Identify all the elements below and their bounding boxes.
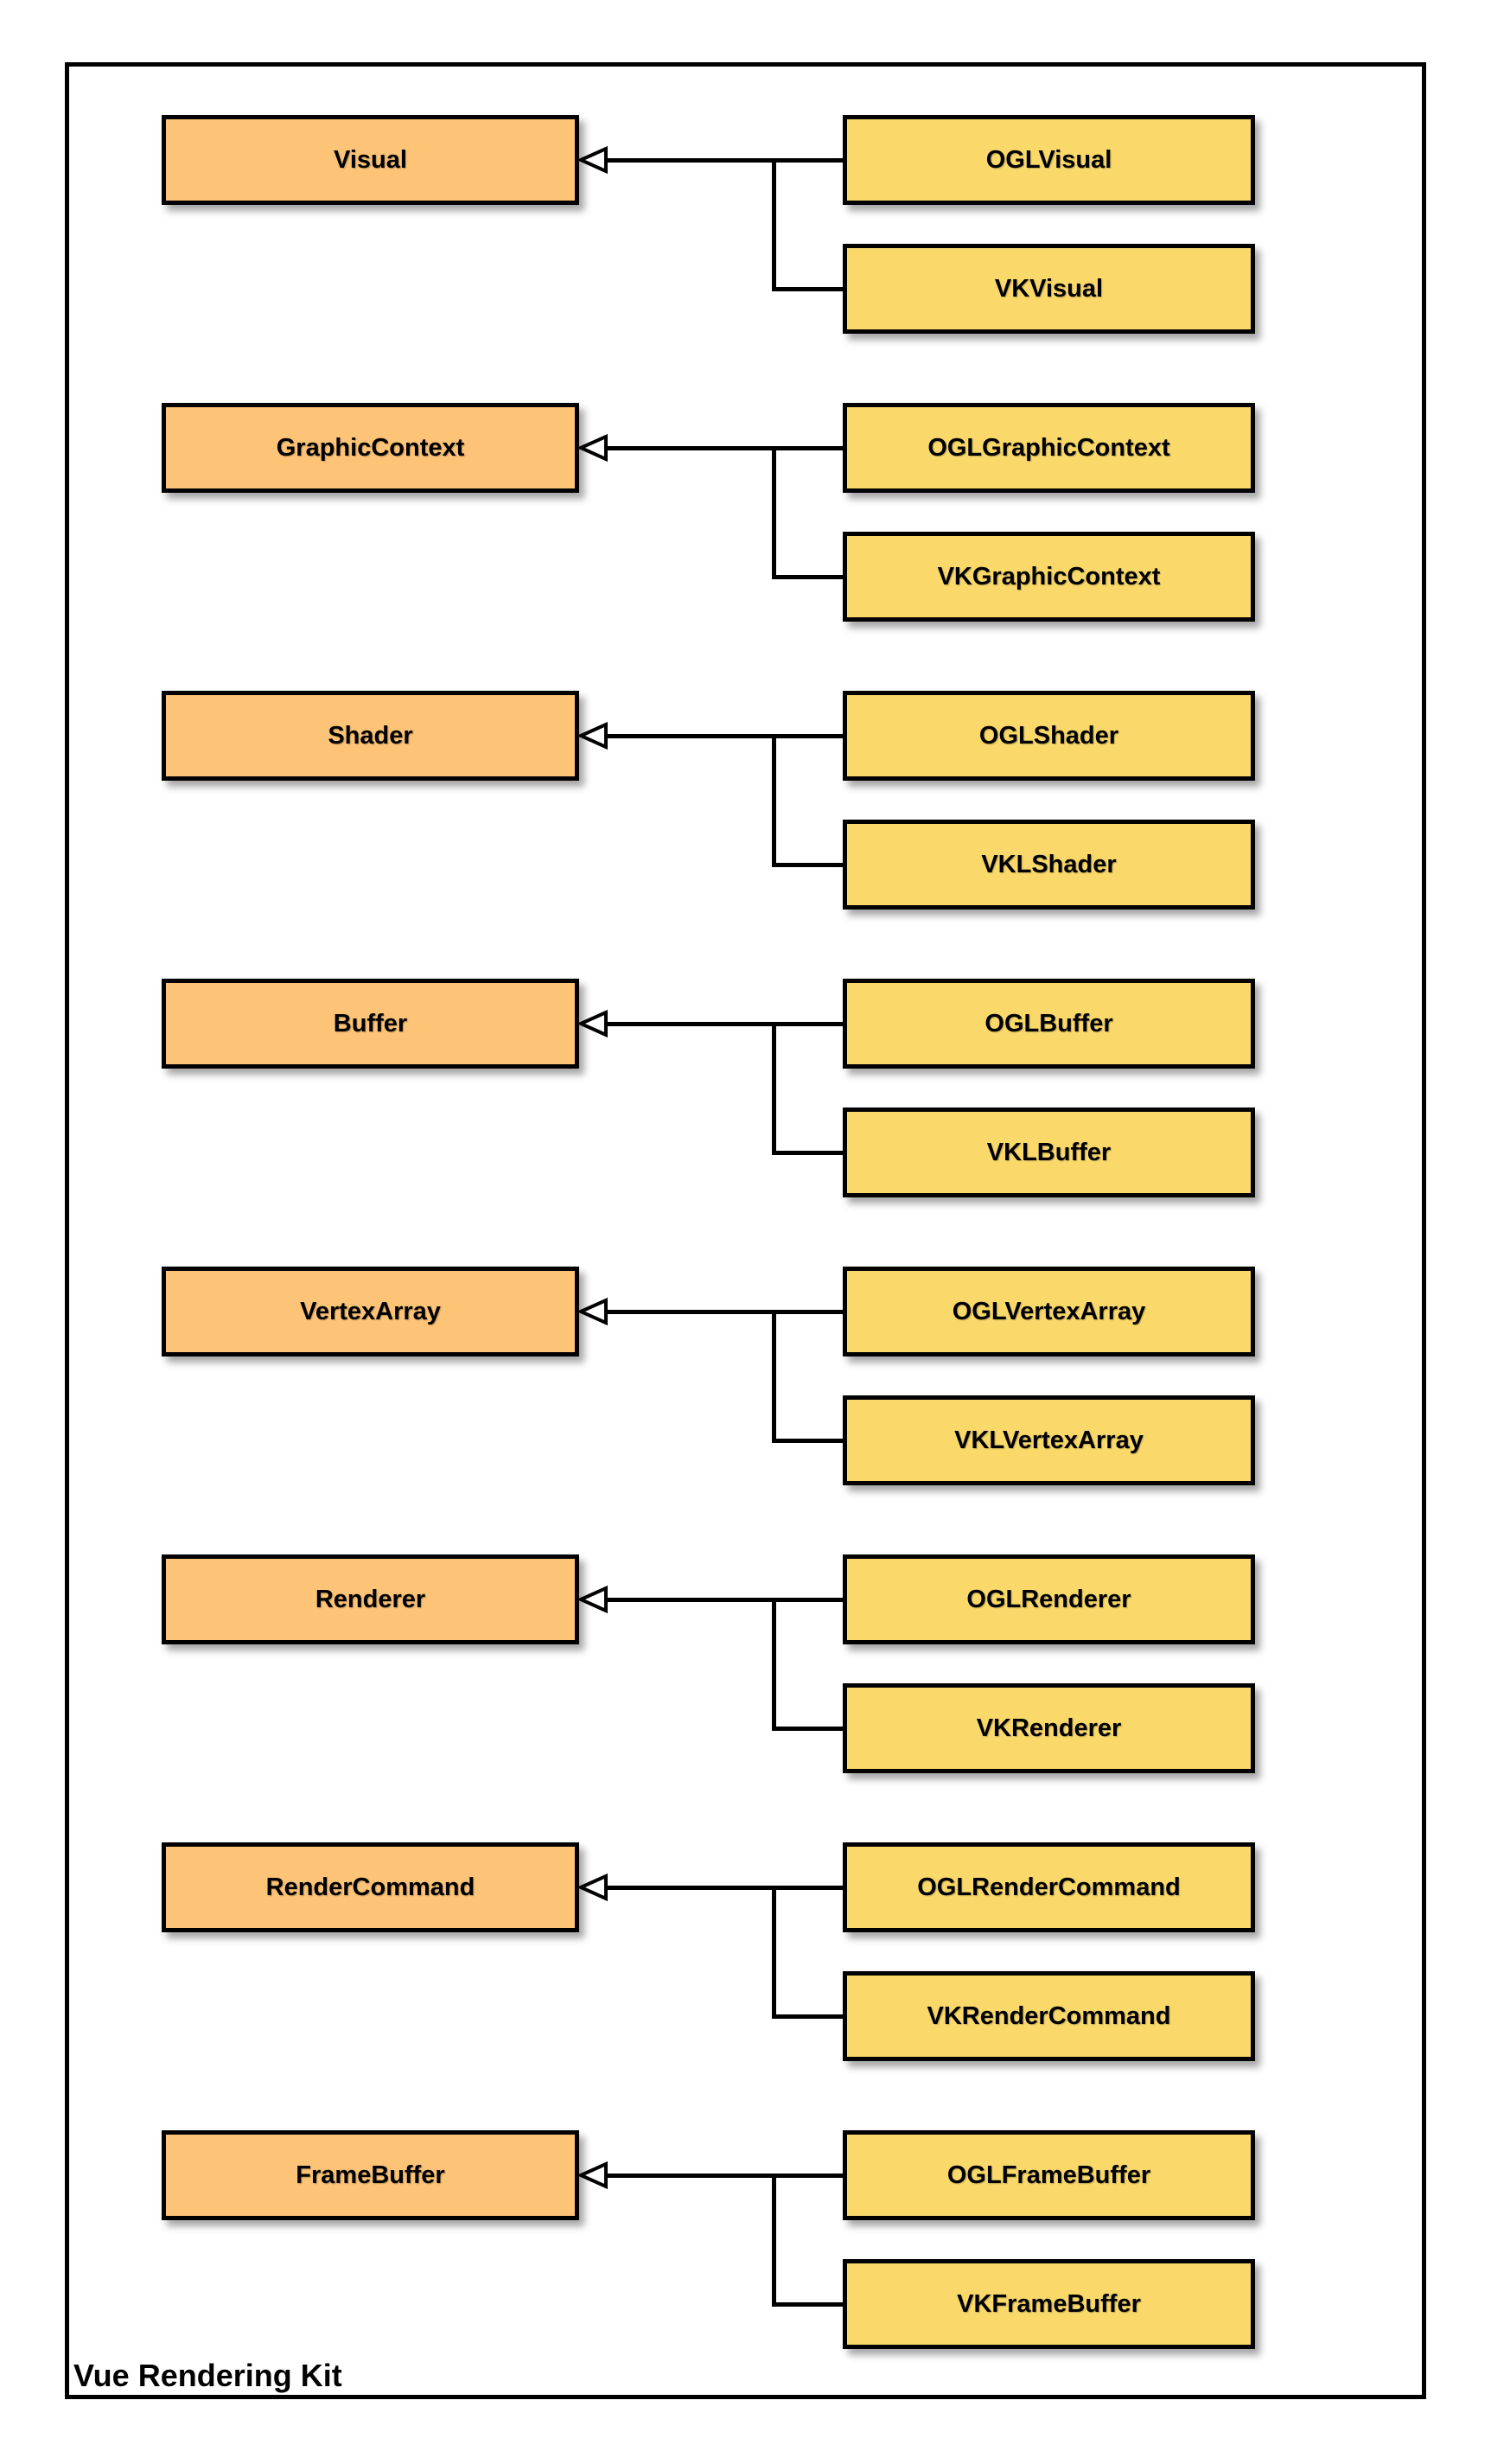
- base-class-box: FrameBuffer: [162, 2130, 579, 2220]
- derived-class-label: OGLRenderCommand: [917, 1873, 1181, 1901]
- connector-branch-line: [772, 2174, 776, 2307]
- derived-class-box: VKRenderer: [843, 1683, 1255, 1773]
- connector-stub-line: [772, 1727, 843, 1731]
- base-class-box: VertexArray: [162, 1267, 579, 1356]
- derived-class-box: OGLShader: [843, 691, 1255, 781]
- derived-class-label: OGLGraphicContext: [927, 433, 1170, 462]
- diagram-title: Vue Rendering Kit: [73, 2358, 342, 2393]
- inheritance-arrowhead-icon: [579, 434, 608, 463]
- connector-stub-line: [772, 287, 843, 291]
- diagram-frame: Visual OGLVisual VKVisual GraphicContext: [65, 62, 1426, 2399]
- derived-class-label: VKVisual: [994, 274, 1104, 303]
- derived-class-box: VKGraphicContext: [843, 532, 1255, 622]
- inheritance-arrowhead-icon: [579, 2161, 608, 2190]
- base-class-label: GraphicContext: [276, 433, 465, 462]
- base-class-box: RenderCommand: [162, 1842, 579, 1932]
- connector-stub-line: [772, 575, 843, 579]
- inheritance-group-graphiccontext: GraphicContext OGLGraphicContext VKGraph…: [69, 403, 1422, 622]
- base-class-box: Renderer: [162, 1554, 579, 1644]
- derived-class-label: VKFrameBuffer: [957, 2289, 1141, 2318]
- inheritance-arrowhead-icon: [579, 146, 608, 175]
- base-class-label: Buffer: [333, 1009, 408, 1037]
- derived-class-box: OGLRenderCommand: [843, 1842, 1255, 1932]
- connector-main-line: [606, 1598, 843, 1602]
- base-class-box: Shader: [162, 691, 579, 781]
- inheritance-group-vertexarray: VertexArray OGLVertexArray VKLVertexArra…: [69, 1267, 1422, 1485]
- derived-class-label: VKLVertexArray: [954, 1426, 1144, 1454]
- inheritance-group-framebuffer: FrameBuffer OGLFrameBuffer VKFrameBuffer: [69, 2130, 1422, 2349]
- base-class-label: Shader: [328, 721, 413, 750]
- connector-stub-line: [772, 2014, 843, 2019]
- connector-branch-line: [772, 734, 776, 867]
- connector-stub-line: [772, 1439, 843, 1443]
- derived-class-box: OGLBuffer: [843, 979, 1255, 1069]
- base-class-label: RenderCommand: [265, 1873, 475, 1901]
- base-class-box: Visual: [162, 115, 579, 205]
- derived-class-box: VKFrameBuffer: [843, 2259, 1255, 2349]
- base-class-box: GraphicContext: [162, 403, 579, 493]
- connector-branch-line: [772, 158, 776, 291]
- inheritance-arrowhead-icon: [579, 1298, 608, 1326]
- base-class-label: Renderer: [315, 1585, 426, 1613]
- inheritance-arrowhead-icon: [579, 1874, 608, 1902]
- derived-class-label: VKLShader: [981, 850, 1117, 878]
- connector-branch-line: [772, 1022, 776, 1155]
- connector-stub-line: [772, 863, 843, 867]
- derived-class-box: VKLShader: [843, 820, 1255, 910]
- connector-stub-line: [772, 1151, 843, 1155]
- connector-main-line: [606, 1022, 843, 1026]
- derived-class-box: OGLVisual: [843, 115, 1255, 205]
- derived-class-label: OGLShader: [978, 721, 1119, 750]
- inheritance-group-buffer: Buffer OGLBuffer VKLBuffer: [69, 979, 1422, 1197]
- derived-class-label: OGLRenderer: [966, 1585, 1131, 1613]
- derived-class-box: VKLVertexArray: [843, 1395, 1255, 1485]
- base-class-label: VertexArray: [300, 1297, 441, 1325]
- inheritance-arrowhead-icon: [579, 1586, 608, 1614]
- connector-main-line: [606, 2174, 843, 2178]
- derived-class-label: OGLVertexArray: [952, 1297, 1146, 1325]
- inheritance-group-shader: Shader OGLShader VKLShader: [69, 691, 1422, 910]
- inheritance-group-rendercommand: RenderCommand OGLRenderCommand VKRenderC…: [69, 1842, 1422, 2061]
- derived-class-label: VKRenderCommand: [927, 2001, 1171, 2030]
- connector-branch-line: [772, 1310, 776, 1443]
- base-class-label: FrameBuffer: [296, 2161, 445, 2189]
- inheritance-arrowhead-icon: [579, 1010, 608, 1038]
- derived-class-label: VKLBuffer: [986, 1138, 1112, 1166]
- derived-class-box: OGLGraphicContext: [843, 403, 1255, 493]
- connector-main-line: [606, 734, 843, 738]
- derived-class-box: VKLBuffer: [843, 1108, 1255, 1197]
- connector-stub-line: [772, 2302, 843, 2307]
- derived-class-box: OGLFrameBuffer: [843, 2130, 1255, 2220]
- derived-class-label: VKRenderer: [976, 1714, 1122, 1742]
- derived-class-box: OGLRenderer: [843, 1554, 1255, 1644]
- inheritance-group-renderer: Renderer OGLRenderer VKRenderer: [69, 1554, 1422, 1773]
- derived-class-label: OGLBuffer: [984, 1009, 1113, 1037]
- connector-main-line: [606, 446, 843, 450]
- connector-branch-line: [772, 446, 776, 579]
- connector-branch-line: [772, 1886, 776, 2019]
- derived-class-box: OGLVertexArray: [843, 1267, 1255, 1356]
- base-class-label: Visual: [334, 145, 407, 174]
- connector-main-line: [606, 158, 843, 163]
- connector-main-line: [606, 1310, 843, 1314]
- derived-class-label: OGLVisual: [985, 145, 1112, 174]
- connector-branch-line: [772, 1598, 776, 1731]
- derived-class-label: VKGraphicContext: [937, 562, 1161, 590]
- derived-class-label: OGLFrameBuffer: [946, 2161, 1151, 2189]
- derived-class-box: VKVisual: [843, 244, 1255, 334]
- inheritance-group-visual: Visual OGLVisual VKVisual: [69, 115, 1422, 334]
- connector-main-line: [606, 1886, 843, 1890]
- derived-class-box: VKRenderCommand: [843, 1971, 1255, 2061]
- base-class-box: Buffer: [162, 979, 579, 1069]
- inheritance-arrowhead-icon: [579, 722, 608, 750]
